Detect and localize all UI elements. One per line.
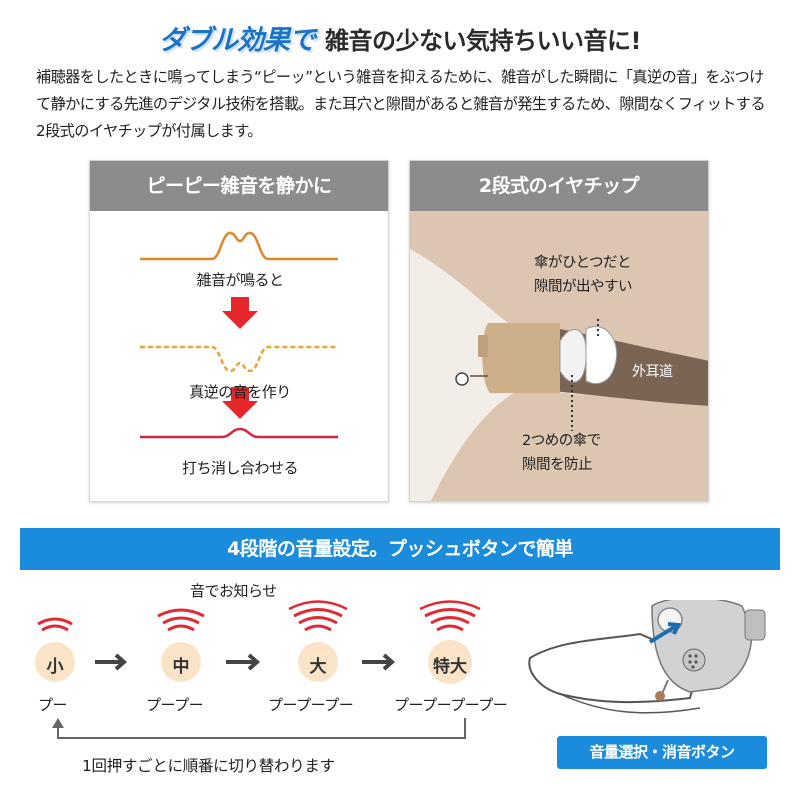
signal-icon (41, 624, 69, 632)
cycle-arrow (57, 718, 466, 739)
level-sound-medium: プープー (146, 696, 204, 714)
right-arrow-icon (95, 653, 128, 671)
hearing-aid-body (482, 323, 560, 393)
ear-canal-label: 外耳道 (632, 364, 673, 380)
ear-tip-panel-title: 2段式のイヤチップ (410, 161, 708, 211)
pull-cord-icon (655, 691, 665, 701)
signal-icon (304, 624, 332, 632)
pull-cord-icon (455, 372, 469, 386)
level-sound-extra-large: プープープープー (394, 696, 508, 714)
noise-cancel-panel: ピーピー雑音を静かに 雑音が鳴ると 真逆の音を作り 打ち消し合わせる (89, 160, 389, 502)
level-label-extra-large: 特大 (433, 657, 467, 677)
level-circle (161, 642, 201, 682)
up-arrow-icon (52, 718, 64, 728)
inverse-wave (140, 345, 338, 373)
volume-button-caption: 音量選択・消音ボタン (557, 736, 767, 769)
noise-wave (140, 231, 338, 261)
double-tip-note: 2つめの傘で 隙間を防止 (522, 433, 601, 473)
headline-main: 雑音の少ない気持ちいい音に! (325, 27, 641, 55)
ear-tip-panel: 2段式のイヤチップ 傘がひとつだと 隙間が出やすい 外耳道 2 (409, 160, 709, 502)
level-sound-large: プープープー (268, 696, 354, 714)
right-arrow-icon (226, 653, 261, 671)
single-tip-note: 傘がひとつだと 隙間が出やすい (534, 255, 633, 295)
ear-canal-illustration (410, 211, 708, 501)
level-label-small: 小 (46, 657, 64, 677)
level-circle (428, 640, 472, 684)
ear-skin-upper (410, 211, 708, 361)
level-circle (298, 642, 338, 682)
signal-icon (167, 624, 195, 632)
hand-with-hearing-aid (528, 600, 766, 714)
hearing-aid-edge (478, 335, 488, 357)
notify-label: 音でお知らせ (190, 582, 277, 600)
level-sound-small: プー (38, 696, 68, 714)
level-label-large: 大 (309, 657, 327, 677)
volume-level-small (35, 617, 75, 682)
step-noise-label: 雑音が鳴ると (196, 271, 284, 289)
hearing-aid-tip (744, 609, 766, 641)
volume-level-medium (157, 608, 205, 682)
press-arrow-icon (648, 622, 681, 644)
ear-skin-lower (430, 389, 708, 501)
headline: ダブル効果で雑音の少ない気持ちいい音に! (0, 18, 800, 57)
volume-levels-diagram (35, 600, 766, 739)
volume-level-large (288, 600, 348, 682)
level-circle (35, 642, 75, 682)
noise-cancel-panel-title: ピーピー雑音を静かに (90, 161, 388, 211)
down-arrow-icon (222, 387, 258, 419)
step-inverse-label: 真逆の音を作り (189, 383, 291, 401)
volume-band-title: 4段階の音量設定。プッシュボタンで簡単 (20, 528, 780, 570)
ear-tip-first (559, 329, 587, 383)
headline-accent: ダブル効果で (159, 25, 316, 56)
signal-icon (436, 624, 464, 632)
result-wave (140, 427, 338, 439)
volume-level-extra-large (419, 600, 481, 684)
noise-cancel-diagram (140, 231, 338, 439)
intro-text: 補聴器をしたときに鳴ってしまう“ピーッ”という雑音を抑えるために、雑音がした瞬間… (36, 68, 766, 140)
cycle-note: 1回押すごとに順番に切り替わります (82, 757, 335, 775)
step-cancel-label: 打ち消し合わせる (181, 459, 299, 477)
down-arrow-icon (222, 297, 258, 329)
right-arrow-icon (362, 653, 396, 671)
ear-tip-second (585, 326, 618, 384)
speaker-grill-icon (682, 648, 706, 672)
level-label-medium: 中 (172, 657, 190, 677)
